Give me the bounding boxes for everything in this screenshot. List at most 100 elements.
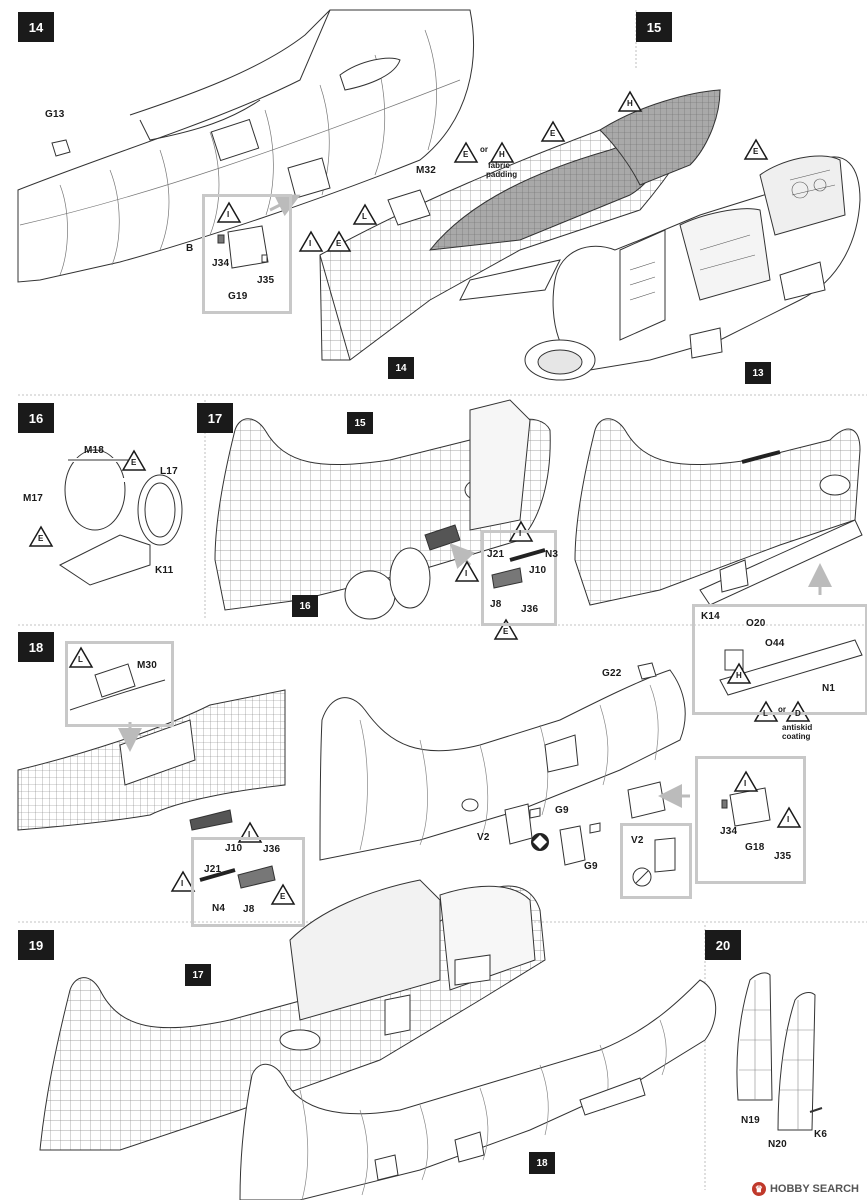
paint-d: D — [795, 709, 801, 718]
part-g9-a: G9 — [555, 805, 569, 816]
part-n20: N20 — [768, 1139, 787, 1150]
part-o44: O44 — [765, 638, 785, 649]
n1-floor — [719, 639, 863, 696]
hobbysearch-logo-icon: ♛ — [751, 1182, 766, 1196]
note-fabric: fabric — [488, 161, 510, 170]
paint-i: I — [181, 879, 184, 888]
paint-triangles — [28, 90, 811, 905]
paint-i: I — [465, 569, 468, 578]
part-m18: M18 — [84, 445, 105, 456]
step18-left-fuselage — [17, 689, 286, 831]
step18-hatch-callout-box — [695, 756, 806, 884]
part-j34-b: J34 — [720, 826, 738, 837]
part-g22: G22 — [602, 668, 622, 679]
step14-hatch — [287, 157, 331, 199]
step19-rear-fuselage — [239, 979, 717, 1200]
step-15-number: 15 — [636, 12, 672, 42]
paint-e: E — [280, 892, 286, 901]
paint-e: E — [753, 147, 759, 156]
m30-part — [94, 663, 136, 698]
part-j8-a: J8 — [490, 599, 502, 610]
step18-v2-callout-box — [620, 823, 692, 899]
step18-callout-box — [191, 837, 305, 927]
part-n19: N19 — [741, 1115, 760, 1126]
paint-i: I — [248, 830, 251, 839]
ref-15: 15 — [347, 412, 373, 434]
ref-14: 14 — [388, 357, 414, 379]
ref-16: 16 — [292, 595, 318, 617]
step15-fuselage — [319, 89, 721, 361]
paint-i: I — [227, 210, 230, 219]
part-k6: K6 — [814, 1129, 828, 1140]
step20-rudders — [736, 972, 823, 1131]
step17-callout-box — [481, 530, 557, 626]
ref-18: 18 — [529, 1152, 555, 1174]
paint-i: I — [787, 815, 790, 824]
watermark: ♛ HOBBY SEARCH — [751, 1182, 859, 1196]
step14-callout-box — [202, 194, 292, 314]
paint-e: E — [463, 150, 469, 159]
step17-right-fuselage — [574, 418, 863, 606]
part-k14: K14 — [701, 611, 720, 622]
paint-i: I — [519, 529, 522, 538]
paint-l: L — [763, 709, 768, 718]
part-g9-b: G9 — [584, 861, 598, 872]
step16-bulkhead — [59, 449, 183, 586]
paint-e: E — [550, 129, 556, 138]
step15-nose-detail — [629, 169, 836, 301]
note-padding: padding — [486, 170, 518, 179]
part-j36-b: J36 — [263, 844, 281, 855]
step17-parts — [344, 524, 546, 620]
paint-i: I — [309, 239, 312, 248]
part-m30: M30 — [137, 660, 158, 671]
part-v2-b: V2 — [631, 835, 644, 846]
part-n4: N4 — [212, 903, 226, 914]
part-j35-b: J35 — [774, 851, 792, 862]
paint-or: or — [480, 145, 488, 154]
part-n3: N3 — [545, 549, 559, 560]
step-19-number: 19 — [18, 930, 54, 960]
part-g19: G19 — [228, 291, 248, 302]
step17-floor-callout-box — [692, 604, 867, 715]
paint-e: E — [336, 239, 342, 248]
step17-fuselage — [214, 399, 551, 611]
ref-17: 17 — [185, 964, 211, 986]
part-j10-a: J10 — [529, 565, 547, 576]
paint-h: H — [627, 99, 633, 108]
step18-main-fuselage — [319, 662, 686, 866]
step-20-number: 20 — [705, 930, 741, 960]
g13-window — [51, 139, 71, 157]
note-antiskid: antiskid — [782, 723, 813, 732]
paint-l: L — [362, 212, 367, 221]
part-g18: G18 — [745, 842, 765, 853]
g19-hatch — [227, 225, 269, 269]
m32-part — [387, 189, 431, 226]
paint-or: or — [778, 705, 786, 714]
note-coating: coating — [782, 732, 811, 741]
paint-l: L — [78, 655, 83, 664]
part-j8-b: J8 — [243, 904, 255, 915]
part-m32: M32 — [416, 165, 437, 176]
part-j36-a: J36 — [521, 604, 539, 615]
part-g13: G13 — [45, 109, 65, 120]
part-j21-a: J21 — [487, 549, 505, 560]
step19-assembly — [39, 879, 546, 1151]
part-b: B — [186, 243, 194, 254]
part-j34-a: J34 — [212, 258, 230, 269]
step-17-number: 17 — [197, 403, 233, 433]
part-j21-b: J21 — [204, 864, 222, 875]
step18-m30-callout-box — [65, 641, 174, 727]
part-n1: N1 — [822, 683, 836, 694]
ref-13: 13 — [745, 362, 771, 384]
part-k11: K11 — [155, 565, 174, 576]
part-j10-b: J10 — [225, 843, 243, 854]
step-18-number: 18 — [18, 632, 54, 662]
step-14-number: 14 — [18, 12, 54, 42]
step14-fuselage — [17, 9, 474, 283]
step-16-number: 16 — [18, 403, 54, 433]
paint-e: E — [38, 534, 44, 543]
paint-e: E — [131, 458, 137, 467]
step18-callout-parts — [199, 865, 276, 889]
